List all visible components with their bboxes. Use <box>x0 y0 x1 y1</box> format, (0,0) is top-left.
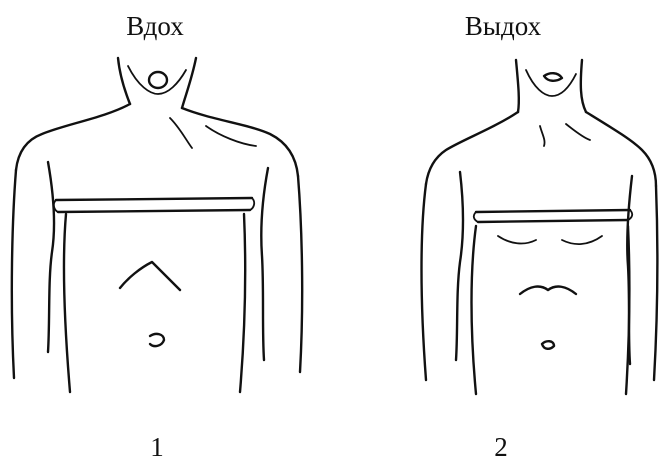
arm-inner-right <box>261 168 268 360</box>
navel <box>542 341 554 349</box>
panel-inhale: Вдох 1 <box>0 0 330 464</box>
figure-number-2: 2 <box>336 432 660 462</box>
arm-inner-left <box>48 162 54 352</box>
jaw-line <box>128 66 186 94</box>
figure-number-1: 1 <box>0 432 322 462</box>
shoulder-right <box>586 112 656 186</box>
clavicle-right <box>566 124 590 140</box>
measuring-tape-bottom <box>478 220 628 222</box>
panel-exhale: Выдох 2 <box>330 0 660 464</box>
neck-left <box>118 58 130 104</box>
neck-right <box>581 60 586 112</box>
mouth-closed <box>544 73 562 81</box>
arm-inner-left <box>456 172 463 360</box>
neck-right <box>182 58 196 108</box>
clavicle-left <box>170 118 192 148</box>
torso-inhale-figure <box>0 0 330 464</box>
rib-arch <box>520 287 576 294</box>
shoulder-left <box>426 112 518 184</box>
navel <box>150 334 164 346</box>
torso-exhale-figure <box>330 0 660 464</box>
clavicle-right <box>206 126 256 146</box>
tape-end-left <box>474 212 478 222</box>
neck-left <box>516 60 519 112</box>
clavicle-left <box>540 126 545 146</box>
arm-outer-left <box>422 184 427 380</box>
measuring-tape-top <box>476 210 630 212</box>
arm-outer-right <box>298 176 302 372</box>
tape-end-right <box>250 198 254 210</box>
torso-side-left <box>472 226 477 394</box>
arm-outer-right <box>654 186 657 380</box>
measuring-tape-bottom <box>58 210 250 212</box>
pectoral-left <box>498 236 536 243</box>
arm-outer-left <box>12 170 16 378</box>
pectoral-right <box>562 236 602 244</box>
torso-side-left <box>64 214 70 392</box>
rib-arch <box>120 262 180 290</box>
torso-side-right <box>240 214 245 392</box>
measuring-tape-top <box>56 198 252 200</box>
mouth-open <box>149 72 167 88</box>
shoulder-left <box>16 104 130 170</box>
